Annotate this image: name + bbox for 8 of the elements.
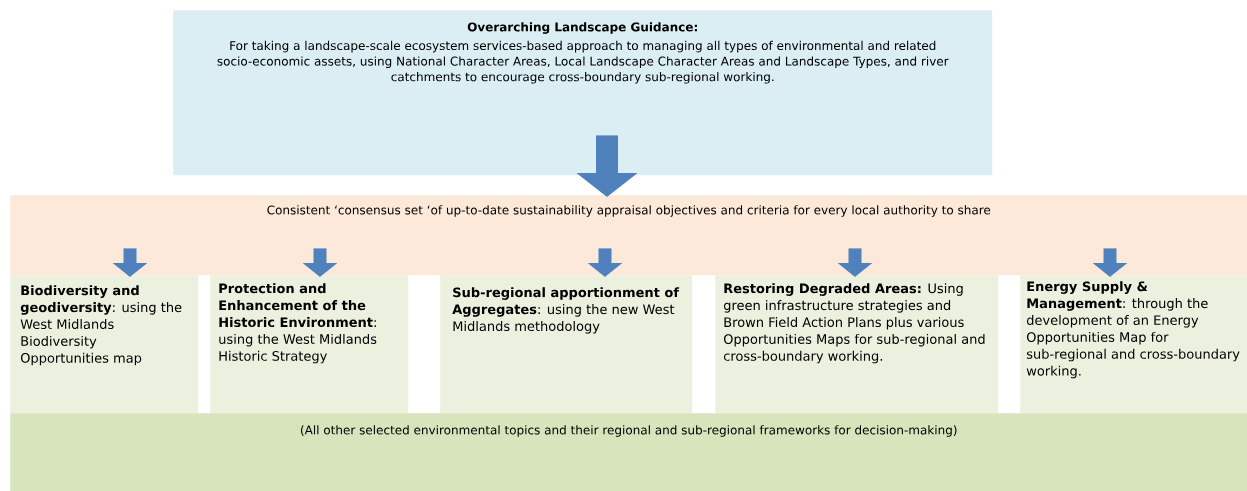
topic-box: Sub-regional apportionment of Aggregates: using the new West Midlands methodology: [440, 275, 693, 414]
frameworks-band: (All other selected environmental topics and their regional and sub-regional frameworks for decision-making): [10, 413, 1247, 491]
topic-box: Biodiversity and geodiversity: using the West Midlands Biodiversity Opportunities map: [10, 275, 199, 414]
guidance-box: Overarching Landscape Guidance: For taking a landscape-scale ecosystem services-based approach to managing all types of environmental and related socio-economic assets, using National Character Areas, Local Landscape Character Areas and Landscape Types, and river catchments to encourage cross-boundary sub-regional working.: [173, 10, 993, 176]
criteria-band: Consistent ‘consensus set ‘of up-to-date sustainability appraisal objectives and criteria for every local authority to share: [10, 195, 1247, 276]
topic-box: Restoring Degraded Areas: Using green infrastructure strategies and Brown Field Action Plans plus various Opportunities Maps for sub-regional and cross-boundary working.: [715, 275, 999, 414]
topic-box: Protection and Enhancement of the Historic Environment: using the West Midlands Historic Strategy: [210, 275, 409, 414]
topic-box: Energy Supply & Management: through the development of an Energy Opportunities Map for sub-regional and cross-boundary working.: [1020, 275, 1247, 414]
